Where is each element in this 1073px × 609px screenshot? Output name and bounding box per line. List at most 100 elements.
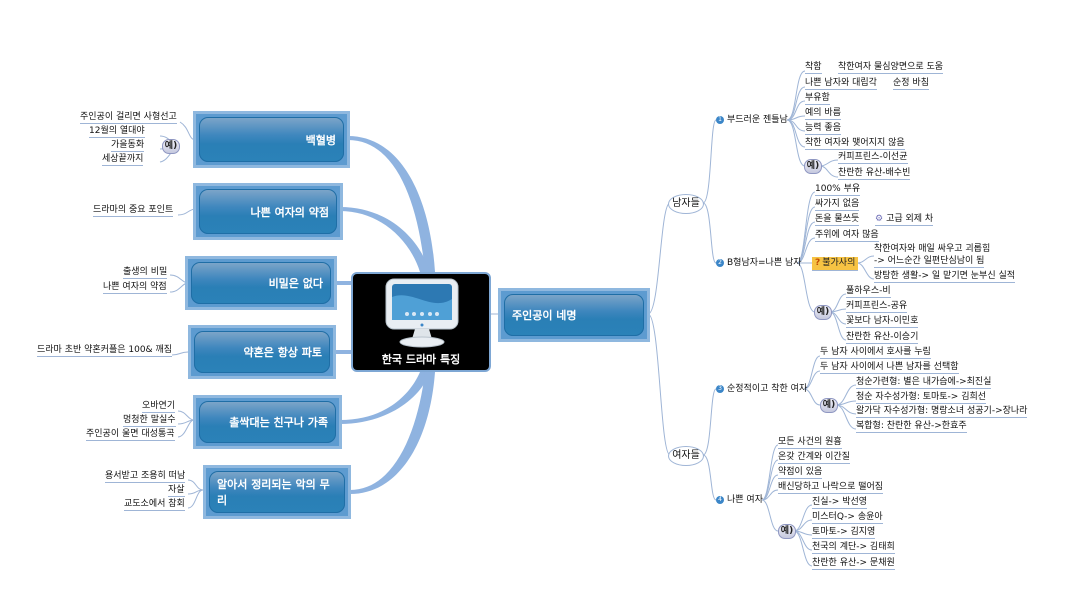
- topic-label: 비밀은 없다: [191, 262, 331, 304]
- group-men[interactable]: 남자들: [668, 194, 704, 214]
- subtopic-label: 순정적이고 착한 여자: [727, 384, 808, 394]
- leaf-item[interactable]: 오바연기: [142, 401, 176, 413]
- leaf-item[interactable]: 능력 좋음: [805, 123, 841, 135]
- leaf-item[interactable]: -> 어느순간 일편단심남이 됨: [874, 256, 985, 268]
- leaf-item[interactable]: 부유함: [805, 93, 830, 105]
- example-tag[interactable]: 예): [804, 159, 822, 174]
- topic-baekhyeolbyeong[interactable]: 백혈병: [193, 111, 350, 168]
- leaf-item[interactable]: 배신당하고 나락으로 떨어짐: [778, 482, 884, 494]
- number-3-icon: 3: [716, 384, 724, 393]
- number-4-icon: 4: [716, 495, 724, 504]
- leaf-item[interactable]: 모든 사건의 원흉: [778, 437, 842, 449]
- branch-baekhyeolbyeong: [348, 136, 435, 272]
- central-topic[interactable]: 한국 드라마 특징: [351, 272, 491, 372]
- leaf-item[interactable]: 가을동화: [111, 140, 145, 152]
- leaf-item[interactable]: 돈을 물쓰듯: [815, 214, 860, 226]
- leaf-item[interactable]: 나쁜 여자의 약점: [103, 282, 167, 294]
- leaf-item[interactable]: 복합형: 찬란한 유산->한효주: [856, 421, 967, 433]
- branch-friends: [340, 372, 430, 424]
- leaf-item[interactable]: 천국의 계단-> 김태희: [812, 542, 895, 554]
- leaf-item[interactable]: 약점이 있음: [778, 467, 823, 479]
- leaf-item[interactable]: 세상끝까지: [102, 154, 144, 166]
- example-tag[interactable]: 예): [820, 398, 838, 413]
- leaf-item[interactable]: 착한 여자와 맺어지지 않음: [805, 138, 905, 150]
- leaf-item[interactable]: 드라마의 중요 포인트: [93, 205, 174, 217]
- leaf-item[interactable]: 진실-> 박선영: [812, 497, 868, 509]
- central-title: 한국 드라마 특징: [381, 353, 461, 366]
- topic-engagement-broken[interactable]: 약혼은 항상 파토: [188, 325, 336, 379]
- main-branches: [334, 136, 435, 494]
- leaf-item[interactable]: 교도소에서 참회: [124, 499, 185, 511]
- branch-engagement: [334, 350, 351, 354]
- leaf-item[interactable]: 싸가지 없음: [815, 199, 860, 211]
- monitor-icon: [385, 278, 459, 348]
- leaf-item[interactable]: 나쁜 남자와 대립각: [805, 78, 877, 90]
- leaf-item[interactable]: 커피프린스-공유: [846, 301, 908, 313]
- leaf-item[interactable]: 순정 바침: [893, 78, 929, 90]
- group-women[interactable]: 여자들: [668, 446, 704, 466]
- leaf-item[interactable]: 찬란한 유산-배수빈: [838, 168, 911, 180]
- topic-label: 나쁜 여자의 약점: [199, 189, 337, 234]
- leaf-item[interactable]: 드라마 초반 약혼커플은 100& 깨짐: [37, 345, 173, 357]
- branch-evil-group: [350, 372, 435, 494]
- example-tag[interactable]: 예): [162, 139, 180, 154]
- leaf-item[interactable]: 토마토-> 김지영: [812, 527, 876, 539]
- leaf-item[interactable]: 주위에 여자 많음: [815, 230, 879, 242]
- leaf-item[interactable]: 주인공이 걸리면 사형선고: [80, 112, 177, 124]
- leaf-label: 고급 외제 차: [886, 214, 934, 224]
- topic-label: 백혈병: [199, 117, 344, 162]
- number-2-icon: 2: [716, 258, 724, 267]
- topic-bad-woman-weakness[interactable]: 나쁜 여자의 약점: [193, 183, 343, 240]
- leaf-item[interactable]: 온갖 간계와 이간질: [778, 452, 850, 464]
- subtopic-label: B형남자=나쁜 남자: [727, 258, 802, 268]
- question-label: 불가사의: [822, 258, 856, 268]
- gear-icon: ⚙: [875, 214, 884, 224]
- example-tag[interactable]: 예): [778, 524, 796, 539]
- leaf-item[interactable]: 꽃보다 남자-이민호: [846, 316, 919, 328]
- leaf-item[interactable]: 찬란한 유산-이승기: [846, 332, 919, 344]
- leaf-item[interactable]: ⚙고급 외제 차: [875, 213, 934, 226]
- topic-noisy-friends[interactable]: 촐싹대는 친구나 가족: [193, 395, 342, 449]
- question-icon: ?: [815, 258, 821, 268]
- leaf-item[interactable]: 예의 바름: [805, 108, 841, 120]
- leaf-item[interactable]: 착함: [805, 62, 822, 74]
- leaf-item[interactable]: 미스터Q-> 송윤아: [812, 512, 883, 524]
- leaf-item[interactable]: 청순 자수성가형: 토마토-> 김희선: [856, 392, 987, 404]
- leaf-item[interactable]: 착한여자와 매일 싸우고 괴롭힘: [874, 244, 991, 254]
- topic-label: 약혼은 항상 파토: [194, 331, 330, 373]
- branch-bad-woman-weakness: [340, 207, 430, 272]
- leaf-item[interactable]: 100% 부유: [815, 184, 861, 196]
- leaf-item[interactable]: 청순가련형: 별은 내가슴에->최진실: [856, 377, 992, 389]
- topic-label: 촐싹대는 친구나 가족: [199, 401, 336, 443]
- topic-label: 주인공이 네명: [504, 294, 644, 336]
- subtopic-label: 부드러운 젠틀남: [727, 115, 788, 125]
- subtopic-label: 나쁜 여자: [727, 495, 763, 505]
- leaf-item[interactable]: 왈가닥 자수성가형: 명랑소녀 성공기->장나라: [856, 406, 1028, 418]
- branch-no-secret: [336, 281, 351, 285]
- number-1-icon: 1: [716, 115, 724, 124]
- leaf-item[interactable]: 착한여자 물심양면으로 도움: [838, 62, 944, 74]
- thin-links: [159, 70, 875, 567]
- leaf-item[interactable]: 방탕한 생활-> 일 맡기면 눈부신 실적: [874, 271, 1016, 283]
- leaf-item[interactable]: 커피프린스-이선균: [838, 152, 908, 164]
- leaf-item[interactable]: 12월의 열대야: [89, 126, 145, 138]
- topic-four-protagonists[interactable]: 주인공이 네명: [498, 288, 650, 342]
- topic-no-secret[interactable]: 비밀은 없다: [185, 256, 337, 310]
- topic-evil-group[interactable]: 알아서 정리되는 악의 무리: [203, 465, 351, 519]
- leaf-item[interactable]: 멍청한 말실수: [123, 415, 176, 427]
- question-node[interactable]: ?불가사의: [812, 257, 859, 271]
- leaf-item[interactable]: 찬란한 유산-> 문채원: [812, 558, 895, 570]
- example-tag[interactable]: 예): [814, 305, 832, 320]
- leaf-item[interactable]: 출생의 비밀: [123, 267, 168, 279]
- leaf-item[interactable]: 풀하우스-비: [846, 286, 891, 298]
- leaf-item[interactable]: 두 남자 사이에서 호사를 누림: [820, 347, 931, 359]
- leaf-item[interactable]: 주인공이 울면 대성통곡: [86, 429, 175, 441]
- leaf-item[interactable]: 두 남자 사이에서 나쁜 남자를 선택함: [820, 362, 959, 374]
- leaf-item[interactable]: 용서받고 조용히 떠남: [105, 471, 186, 483]
- topic-label: 알아서 정리되는 악의 무리: [209, 471, 345, 513]
- leaf-item[interactable]: 자살: [168, 485, 185, 497]
